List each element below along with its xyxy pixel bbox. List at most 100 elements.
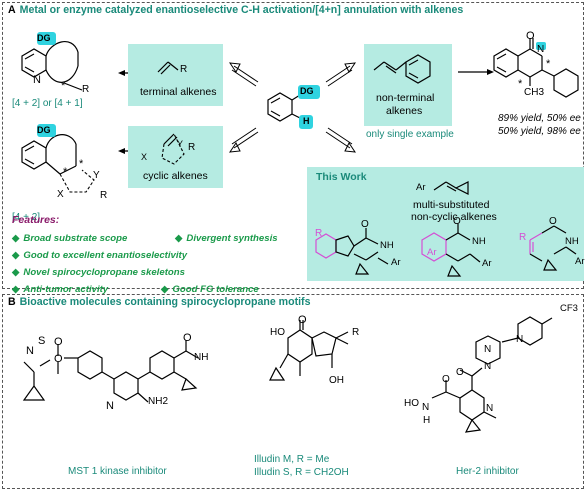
atom-h-label: H bbox=[423, 415, 431, 426]
double-arrows-central bbox=[228, 62, 357, 153]
atom-o-label: O bbox=[361, 219, 369, 230]
atom-o-label: O bbox=[54, 336, 63, 348]
atom-n-label: N bbox=[484, 361, 492, 372]
atom-r-label: R bbox=[352, 327, 360, 338]
this-work-box bbox=[307, 167, 584, 281]
atom-o-label: O bbox=[54, 353, 63, 365]
atom-s-label: S bbox=[38, 335, 46, 347]
stereo-star: * bbox=[61, 80, 66, 92]
atom-n-label: N bbox=[33, 74, 41, 86]
feature-fg-tolerance: ◆Good FG tolerance bbox=[161, 284, 259, 295]
atom-o-label: O bbox=[549, 216, 557, 227]
cyclic-alkenes-label: cyclic alkenes bbox=[143, 170, 208, 182]
dg-label-left-top: DG bbox=[37, 33, 51, 43]
feature-enantioselectivity: ◆Good to excellent enantioselectivity bbox=[12, 250, 188, 261]
illudin-m-caption: Illudin M, R = Me bbox=[254, 454, 330, 465]
atom-r-label: R bbox=[180, 64, 188, 75]
stereo-star: * bbox=[546, 58, 551, 70]
terminal-alkenes-label: terminal alkenes bbox=[140, 86, 217, 98]
atom-r-label: R bbox=[100, 190, 108, 201]
feature-text: Novel spirocyclopropane skeletons bbox=[23, 267, 185, 278]
ho-label: HO bbox=[270, 327, 285, 338]
central-substrate-structure bbox=[267, 85, 320, 129]
feature-text: Divergent synthesis bbox=[186, 233, 278, 244]
feature-text: Broad substrate scope bbox=[23, 233, 128, 244]
atom-ar-label: Ar bbox=[391, 257, 401, 268]
cf3-label: CF3 bbox=[560, 303, 578, 314]
left-bottom-note: [4 + 2] bbox=[12, 212, 41, 223]
atom-o-label: O bbox=[526, 30, 535, 42]
h-label-central: H bbox=[303, 116, 310, 126]
atom-nh-label: NH bbox=[194, 352, 209, 363]
this-work-title: This Work bbox=[316, 171, 367, 183]
atom-n-label: N bbox=[484, 344, 492, 355]
dg-label-central: DG bbox=[300, 86, 314, 96]
terminal-alkene-structure bbox=[157, 61, 179, 75]
yield-line-2: 50% yield, 98% ee bbox=[498, 126, 581, 137]
atom-r-label: R bbox=[519, 232, 527, 243]
multi-line-2: non-cyclic alkenes bbox=[411, 211, 497, 223]
non-terminal-alkene-structure bbox=[373, 54, 431, 84]
atom-nh-label: NH bbox=[472, 236, 486, 247]
illudin-structure bbox=[269, 320, 349, 381]
her2-caption: Her-2 inhibitor bbox=[456, 466, 519, 477]
panel-b-title-text: Bioactive molecules containing spirocycl… bbox=[19, 296, 311, 308]
nh2-label: NH2 bbox=[148, 396, 169, 407]
atom-ar-label: Ar bbox=[575, 256, 585, 267]
dg-label-left-bottom: DG bbox=[37, 125, 51, 135]
non-terminal-line2: alkenes bbox=[386, 105, 423, 117]
panel-b bbox=[2, 294, 584, 489]
atom-n-label: N bbox=[26, 345, 34, 357]
right-product-structure bbox=[493, 38, 579, 98]
atom-x-label: X bbox=[57, 189, 64, 200]
feature-spirocyclopropane: ◆Novel spirocyclopropane skeletons bbox=[12, 267, 185, 278]
stereo-star: * bbox=[79, 158, 84, 170]
only-single-example-label: only single example bbox=[366, 129, 454, 140]
atom-r-label: R bbox=[188, 142, 196, 153]
atom-o-label: O bbox=[442, 374, 450, 385]
stereo-star: * bbox=[518, 78, 523, 90]
illudin-s-caption: Illudin S, R = CH2OH bbox=[254, 467, 349, 478]
ho-label: HO bbox=[404, 398, 419, 409]
this-work-products-structure bbox=[315, 224, 577, 277]
atom-nh-label: NH bbox=[565, 236, 579, 247]
panel-a-title-text: Metal or enzyme catalyzed enantioselecti… bbox=[19, 4, 464, 16]
atom-n-label: N bbox=[516, 334, 524, 345]
feature-anti-tumor: ◆Anti-tumor activity bbox=[12, 284, 109, 295]
panel-a-label: A bbox=[8, 4, 16, 16]
cyclic-alkene-structure bbox=[161, 133, 185, 165]
atom-r-label: R bbox=[82, 84, 90, 95]
ch3-label: CH3 bbox=[524, 87, 545, 98]
atom-n-label: N bbox=[537, 44, 545, 55]
yield-line-1: 89% yield, 50% ee bbox=[498, 113, 581, 124]
feature-text: Good FG tolerance bbox=[172, 284, 259, 295]
panel-a bbox=[2, 2, 584, 289]
atom-r-label: R bbox=[315, 228, 323, 239]
atom-y-label: Y bbox=[93, 170, 100, 181]
her2-inhibitor-structure bbox=[431, 316, 553, 433]
terminal-alkenes-box bbox=[128, 44, 223, 106]
atom-ar-ring-label: Ar bbox=[427, 247, 437, 258]
atom-n-label: N bbox=[106, 400, 114, 412]
arrow-right bbox=[458, 69, 494, 75]
multi-substituted-alkene-structure bbox=[433, 181, 469, 195]
feature-text: Good to excellent enantioselectivity bbox=[23, 250, 188, 261]
mst1-inhibitor-structure bbox=[22, 340, 199, 403]
panel-b-label: B bbox=[8, 296, 16, 308]
multi-line-1: multi-substituted bbox=[413, 199, 490, 211]
atom-x-label: X bbox=[141, 152, 148, 162]
left-bottom-product-structure bbox=[21, 124, 95, 193]
feature-text: Anti-tumor activity bbox=[23, 284, 109, 295]
mst1-caption: MST 1 kinase inhibitor bbox=[68, 466, 167, 477]
atom-y-label: Y bbox=[177, 139, 184, 149]
atom-ar-label: Ar bbox=[416, 182, 426, 193]
atom-n-label: N bbox=[422, 402, 430, 413]
atom-ar-label: Ar bbox=[482, 258, 492, 269]
left-top-product-structure bbox=[21, 32, 83, 91]
non-terminal-line1: non-terminal bbox=[376, 92, 435, 104]
non-terminal-alkenes-box bbox=[364, 44, 452, 126]
atom-o-label: O bbox=[453, 216, 461, 227]
stereo-star: * bbox=[63, 166, 68, 178]
atom-nh-label: NH bbox=[380, 240, 394, 251]
